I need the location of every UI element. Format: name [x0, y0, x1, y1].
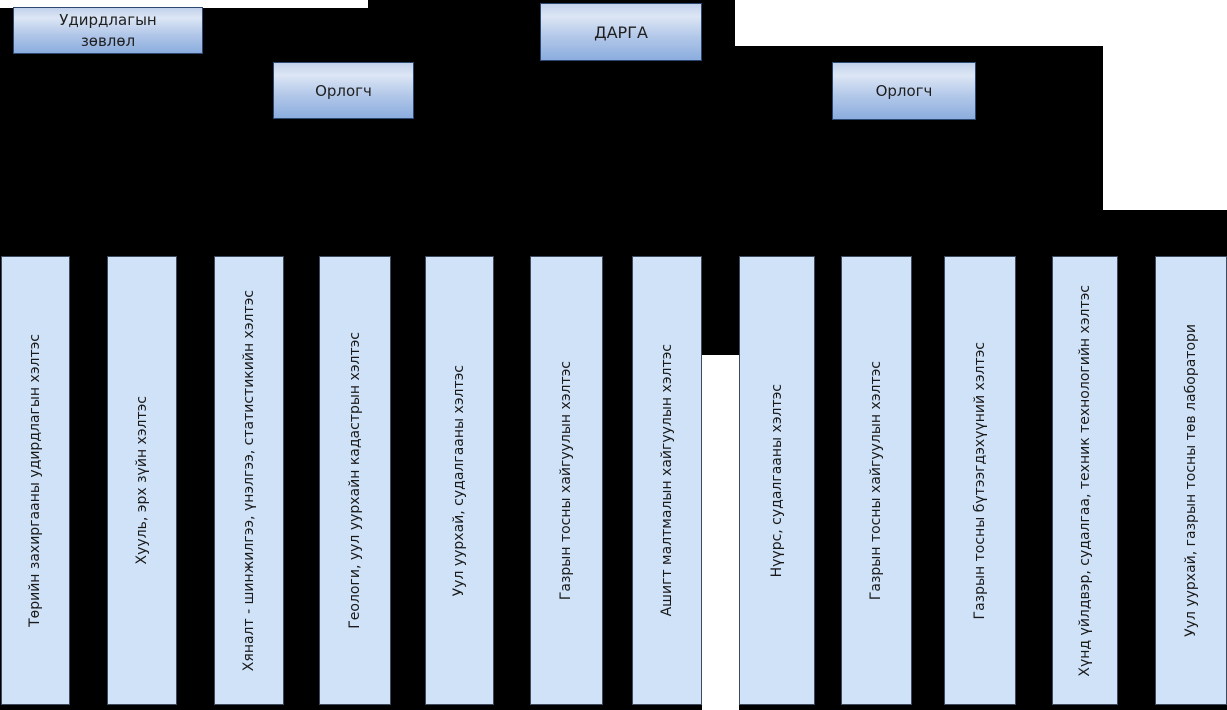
dept-column-left-2: Хууль, эрх зүйн хэлтэс [107, 256, 177, 705]
dept-column-label: Хууль, эрх зүйн хэлтэс [133, 396, 150, 565]
dept-column-left-4: Геологи, уул уурхайн кадастрын хэлтэс [319, 256, 391, 705]
dept-column-label: Газрын тосны бүтээгдэхүүний хэлтэс [971, 341, 988, 620]
dept-column-label: Уул уурхай, судалгааны хэлтэс [451, 364, 468, 597]
deputy-left-box-label: Орлогч [315, 81, 372, 100]
dept-column-left-7: Ашигт малтмалын хайгуулын хэлтэс [632, 256, 702, 705]
connector-block-group-gap [702, 256, 739, 355]
dept-column-left-6: Газрын тосны хайгуулын хэлтэс [530, 256, 603, 705]
dept-column-label: Газрын тосны хайгуулын хэлтэс [868, 360, 885, 601]
deputy-left-box: Орлогч [273, 62, 414, 119]
chief-box: ДАРГА [540, 3, 702, 61]
dept-column-label: Газрын тосны хайгуулын хэлтэс [558, 360, 575, 601]
dept-column-label: Уул уурхай, газрын тосны төв лаборатори [1182, 324, 1199, 637]
dept-column-label: Ашигт малтмалын хайгуулын хэлтэс [658, 344, 675, 617]
dept-column-left-1: Төрийн захиргааны удирдлагын хэлтэс [1, 256, 70, 705]
dept-column-label: Хяналт - шинжилгээ, үнэлгээ, статистикий… [240, 289, 257, 672]
dept-column-label: Нүүрс, судалгааны хэлтэс [768, 383, 785, 578]
dept-column-right-4: Хүнд үйлдвэр, судалгаа, техник технологи… [1052, 256, 1118, 705]
deputy-right-box: Орлогч [832, 62, 976, 120]
connector-block-right-lower [1103, 210, 1227, 256]
dept-column-left-3: Хяналт - шинжилгээ, үнэлгээ, статистикий… [214, 256, 284, 705]
board-box-label: Удирдлагын зөвлөл [59, 10, 157, 50]
dept-column-right-3: Газрын тосны бүтээгдэхүүний хэлтэс [944, 256, 1016, 705]
board-box: Удирдлагын зөвлөл [13, 7, 203, 54]
dept-column-label: Хүнд үйлдвэр, судалгаа, техник технологи… [1076, 284, 1093, 677]
dept-column-left-5: Уул уурхай, судалгааны хэлтэс [425, 256, 494, 705]
deputy-right-box-label: Орлогч [875, 82, 933, 100]
dept-column-right-2: Газрын тосны хайгуулын хэлтэс [841, 256, 912, 705]
dept-column-right-1: Нүүрс, судалгааны хэлтэс [739, 256, 815, 705]
chief-box-label: ДАРГА [594, 22, 648, 42]
dept-column-label: Төрийн захиргааны удирдлагын хэлтэс [27, 334, 44, 627]
dept-column-right-5: Уул уурхай, газрын тосны төв лаборатори [1155, 256, 1227, 705]
dept-column-label: Геологи, уул уурхайн кадастрын хэлтэс [346, 332, 363, 629]
